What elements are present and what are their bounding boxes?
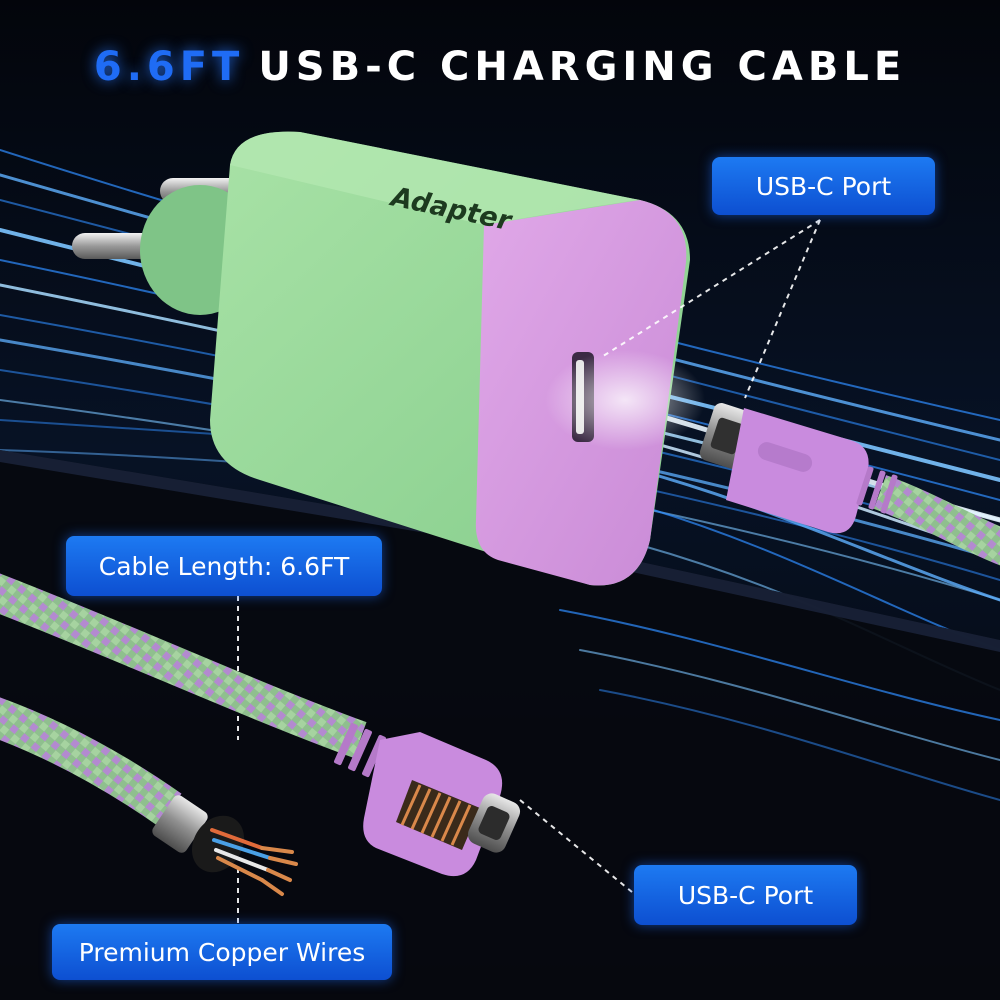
platform-reflections [559, 609, 1000, 801]
headline-accent: 6.6FT [93, 44, 245, 90]
callout-usb-c-port-bottom: USB-C Port [634, 865, 857, 925]
callout-copper-wires: Premium Copper Wires [52, 924, 392, 980]
adapter-body [210, 131, 705, 586]
bottom-cables [0, 573, 367, 827]
callout-leaders [237, 219, 821, 924]
platform-edge [0, 450, 1000, 652]
port-glow [545, 350, 705, 450]
top-cable [699, 403, 1000, 566]
callout-usb-c-port-top: USB-C Port [712, 157, 935, 215]
headline: 6.6FT USB-C CHARGING CABLE [0, 44, 1000, 90]
headline-text: USB-C CHARGING CABLE [258, 44, 907, 90]
cable-cut-end [152, 795, 298, 896]
bottom-connector [334, 722, 521, 877]
top-connector-housing [726, 408, 869, 534]
callout-cable-length: Cable Length: 6.6FT [66, 536, 382, 596]
